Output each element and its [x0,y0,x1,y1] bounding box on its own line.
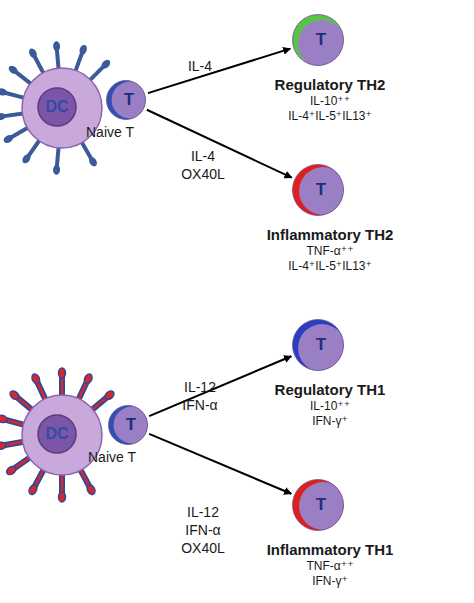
cell-letter: T [301,180,341,200]
cell-name: Regulatory TH1 [210,381,450,398]
signal-label: IL-4 [175,57,225,75]
differentiation-arrow [149,434,291,494]
cytokine-profile: IL-10⁺⁺ [210,94,450,108]
cell-letter: DC [37,424,77,444]
signal-label: IL-4 OX40L [178,147,228,183]
t-cell: TNaive T [106,80,146,120]
cytokine-profile: TNF-α⁺⁺ [210,559,450,573]
cell-letter: T [301,495,341,515]
cytokine-profile: TNF-α⁺⁺ [210,244,450,258]
t-cell: TRegulatory TH1IL-10⁺⁺IFN-γ⁺ [292,319,344,371]
cell-letter: DC [37,97,77,117]
signal-label: IL-12 IFN-α [175,378,225,414]
cell-letter: T [109,90,149,110]
cell-name: Naive T [0,449,232,465]
differentiation-arrow [148,49,290,93]
t-cell: TInflammatory TH1TNF-α⁺⁺IFN-γ⁺ [292,479,344,531]
cell-name: Inflammatory TH1 [210,541,450,558]
t-cell: TInflammatory TH2TNF-α⁺⁺IL-4⁺IL-5⁺IL13⁺ [292,164,344,216]
cytokine-profile: IFN-γ⁺ [210,414,450,428]
cell-letter: T [111,415,151,435]
cytokine-profile: IL-10⁺⁺ [210,399,450,413]
t-cell: TRegulatory TH2IL-10⁺⁺IL-4⁺IL-5⁺IL13⁺ [292,14,344,66]
cell-letter: T [301,335,341,355]
cytokine-profile: IL-4⁺IL-5⁺IL13⁺ [210,259,450,273]
cell-name: Regulatory TH2 [210,76,450,93]
cell-letter: T [301,30,341,50]
differentiation-arrow [149,356,291,416]
cytokine-profile: IL-4⁺IL-5⁺IL13⁺ [210,109,450,123]
t-cell: TNaive T [108,405,148,445]
cell-name: Naive T [0,124,230,140]
signal-label: IL-12 IFN-α OX40L [178,503,228,557]
cell-name: Inflammatory TH2 [210,226,450,243]
cytokine-profile: IFN-γ⁺ [210,574,450,588]
